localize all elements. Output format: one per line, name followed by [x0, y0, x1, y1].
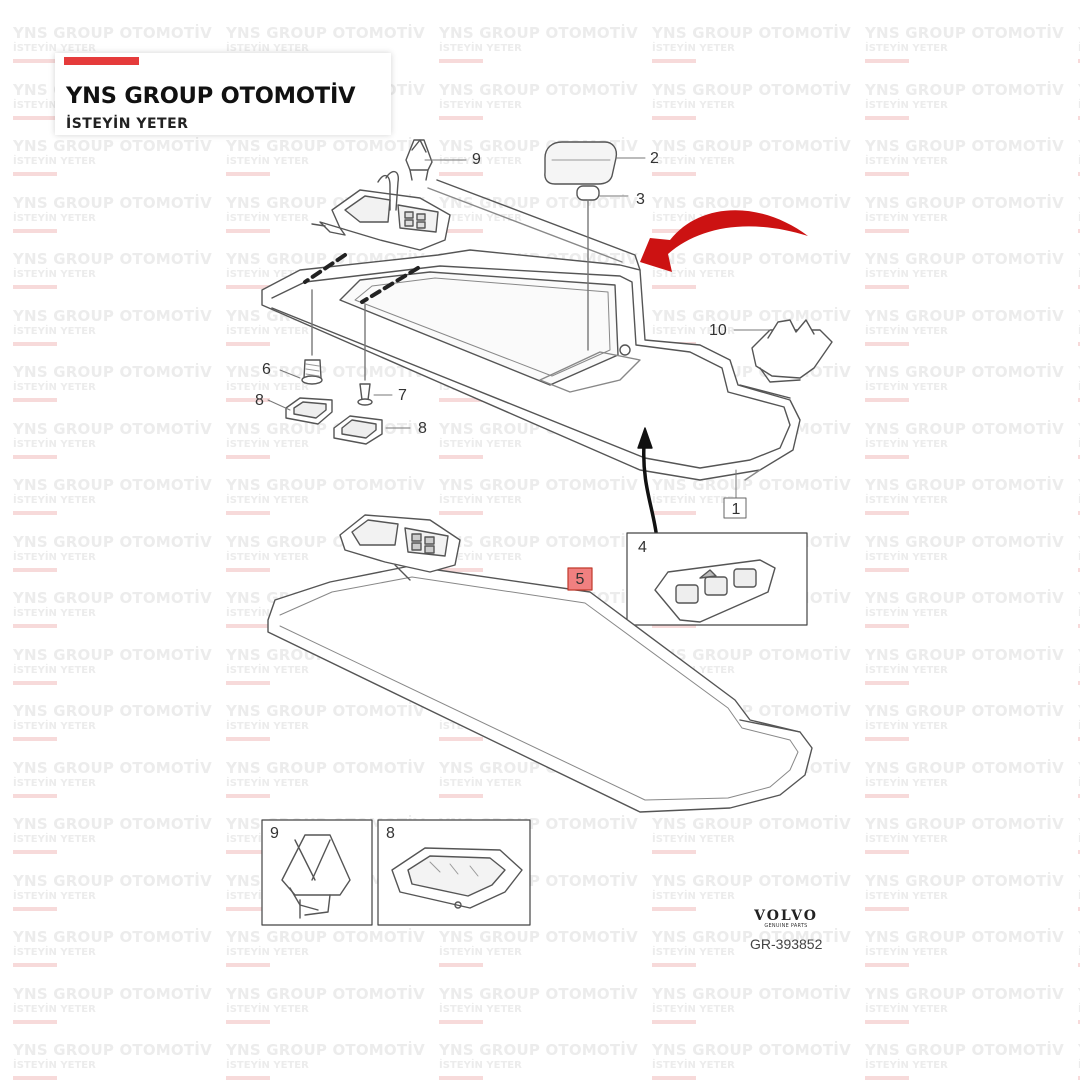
cap-part-8-a: [285, 397, 333, 425]
mirror-light-housing-upper: [311, 171, 451, 251]
screw-part-6: [301, 359, 323, 385]
callout-9: 9: [472, 151, 481, 168]
callout-4: 4: [638, 539, 647, 556]
callout-5: 5: [576, 571, 585, 588]
sun-visor-upper: [261, 179, 801, 481]
inset-label-8: 8: [386, 825, 395, 842]
volvo-wordmark: VOLVO: [754, 908, 818, 924]
brand-accent-bar: [64, 57, 139, 65]
brand-subtitle: İSTEYİN YETER: [66, 116, 189, 132]
clip-part-10: [751, 319, 833, 383]
inset-part-4: [626, 532, 808, 626]
volvo-logo: VOLVO GENUINE PARTS: [746, 908, 826, 929]
sun-visor-lower: [267, 565, 813, 813]
clip-part-9-upper: [405, 139, 433, 181]
cap-part-8-b: [333, 415, 383, 445]
callout-2: 2: [650, 150, 659, 167]
leader-lines: [267, 157, 771, 619]
callout-10: 10: [709, 322, 727, 339]
bulb-part-3: [576, 185, 600, 351]
volvo-genuine-parts: GENUINE PARTS: [764, 923, 808, 929]
callout-8a: 8: [255, 392, 264, 409]
callout-3: 3: [636, 191, 645, 208]
assembly-dashes: [303, 253, 420, 304]
diagram-reference: GR-393852: [750, 936, 823, 952]
mirror-light-housing-lower: [339, 514, 461, 581]
screw-part-7: [357, 383, 373, 406]
callout-7: 7: [398, 387, 407, 404]
callout-1: 1: [732, 501, 741, 518]
inset-part-8: [377, 819, 531, 926]
inset-part-9: [261, 819, 373, 926]
inset-label-9: 9: [270, 825, 279, 842]
brand-header: YNS GROUP OTOMOTİV İSTEYİN YETER: [55, 53, 391, 135]
brand-title: YNS GROUP OTOMOTİV: [66, 83, 356, 109]
callout-8b: 8: [418, 420, 427, 437]
cover-part-2: [544, 141, 618, 185]
red-arrow: [640, 210, 808, 272]
callout-6: 6: [262, 361, 271, 378]
